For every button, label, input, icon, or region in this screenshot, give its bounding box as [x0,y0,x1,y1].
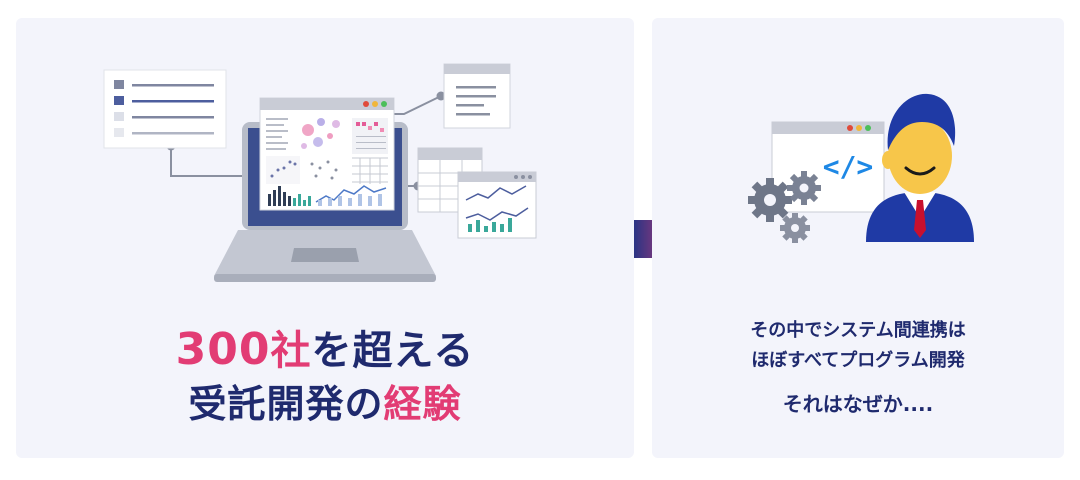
integration-panel: </> [652,18,1064,458]
gear-icon [787,171,821,205]
headline-main: 受託開発の [188,382,384,426]
list-card-icon [103,69,227,149]
chart-window-icon [457,171,537,239]
headline-accent-2: 経験 [383,382,462,426]
dashboard-icon [259,97,395,211]
gear-icon [780,213,810,243]
headline-line-1: 300社を超える [16,318,634,376]
caption-line-1: その中でシステム間連携は [750,320,966,341]
connector-dot [436,91,446,101]
headline-accent: 社 [270,328,312,374]
gear-icon [748,178,792,222]
experience-panel: 300社を超える 受託開発の経験 [16,18,634,458]
developer-illustration: </> [748,93,974,243]
document-card-icon [443,63,511,129]
developer-avatar-icon [866,93,974,242]
headline-number: 300 [175,324,271,375]
caption-line-2: ほぼすべてプログラム開発 [751,350,965,371]
laptop-illustration [103,63,537,282]
headline-rest: を超える [311,328,475,374]
caption-question: それはなぜか.... [782,392,934,416]
code-symbol: </> [823,150,874,183]
headline-line-2: 受託開発の経験 [16,373,634,428]
code-window-icon: </> [771,121,885,213]
